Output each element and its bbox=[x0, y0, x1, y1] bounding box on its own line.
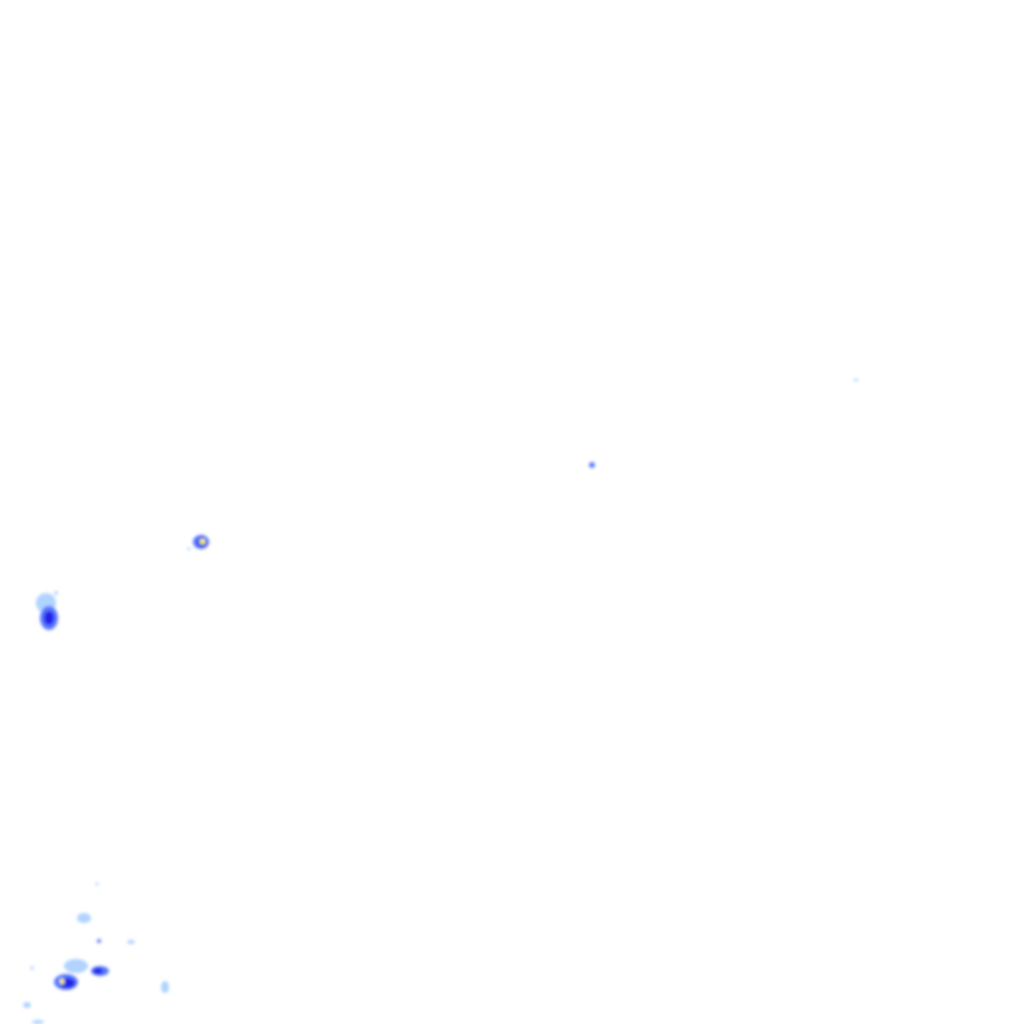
radar-echo bbox=[127, 940, 135, 944]
radar-echo bbox=[23, 1002, 31, 1008]
radar-echo bbox=[589, 462, 595, 468]
radar-echo bbox=[54, 591, 58, 595]
radar-echo bbox=[97, 939, 101, 943]
radar-echo bbox=[30, 966, 34, 970]
radar-echo bbox=[44, 611, 54, 625]
rain-echo-east bbox=[854, 378, 858, 382]
radar-echo bbox=[77, 913, 91, 923]
radar-echo bbox=[95, 882, 99, 886]
radar-echo bbox=[60, 979, 64, 984]
radar-echo bbox=[854, 378, 858, 382]
rain-cluster-southwest bbox=[23, 882, 169, 1024]
radar-echo bbox=[187, 547, 191, 551]
radar-echo bbox=[32, 1020, 44, 1024]
radar-echo bbox=[93, 968, 103, 974]
radar-echo bbox=[200, 539, 205, 544]
rain-echo-center bbox=[589, 462, 595, 468]
radar-echo bbox=[161, 981, 169, 993]
radar-echo bbox=[64, 959, 88, 973]
rain-cell-west bbox=[36, 591, 58, 630]
rain-cell-west-central bbox=[187, 535, 209, 551]
